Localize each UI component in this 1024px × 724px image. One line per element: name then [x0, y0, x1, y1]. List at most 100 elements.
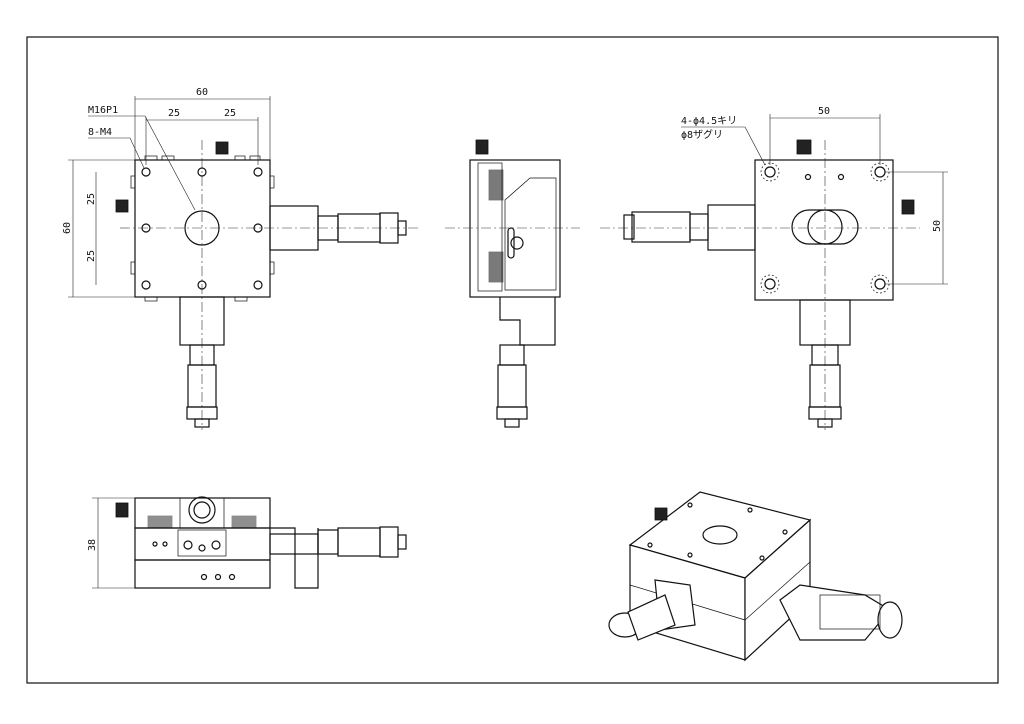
- drawing-line: [496, 406, 528, 420]
- lock-screw-icon: [901, 199, 915, 215]
- drawing-line: [270, 527, 319, 589]
- drawing-line: [397, 534, 407, 550]
- drawing-line: [504, 418, 520, 428]
- rear-view: 50 50 4-ϕ4.5キリ ϕ8ザグリ: [600, 106, 948, 430]
- drawing-line: [627, 594, 676, 641]
- drawing-line: [499, 344, 525, 366]
- drawing-line: [179, 497, 225, 529]
- drawing-line: [488, 169, 504, 201]
- drawing-line: [499, 297, 556, 346]
- drawing-line: [469, 159, 561, 298]
- drawing-line: [161, 155, 175, 161]
- drawing-line: [197, 167, 207, 177]
- drawing-line: [144, 296, 158, 302]
- drawing-line: [162, 541, 168, 547]
- drawing-line: [747, 507, 753, 513]
- stage-top-plate: [134, 159, 271, 298]
- side-view: [445, 139, 580, 428]
- drawing-line: [488, 251, 504, 283]
- drawing-line: [510, 236, 524, 250]
- drawing-line: [177, 529, 227, 557]
- dim-height-38: 38: [87, 539, 98, 551]
- drawing-line: [88, 115, 196, 211]
- drawing-line: [253, 167, 263, 177]
- drawing-line: [681, 126, 766, 166]
- front-view: 38: [87, 496, 407, 589]
- drawing-line: [147, 515, 173, 529]
- drawing-line: [760, 162, 780, 182]
- dim-spacing-25-lower: 25: [86, 250, 97, 262]
- drawing-line: [183, 540, 193, 550]
- drawing-line: [198, 544, 206, 552]
- center-hole: [184, 210, 220, 246]
- drawing-line: [141, 223, 151, 233]
- drawing-line: [152, 541, 158, 547]
- drawing-line: [194, 418, 210, 428]
- dim-spacing-25-upper: 25: [86, 193, 97, 205]
- drawing-line: [134, 527, 271, 561]
- drawing-line: [760, 274, 780, 294]
- drawing-line: [497, 364, 527, 408]
- drawing-line: [764, 278, 776, 290]
- micrometer-x: [631, 211, 691, 243]
- drawing-line: [317, 529, 339, 555]
- drawing-line: [88, 137, 145, 169]
- tapped-holes: [141, 167, 263, 290]
- drawing-line: [269, 261, 275, 275]
- drawing-line: [144, 155, 158, 161]
- drawing-line: [654, 507, 668, 521]
- drawing-line: [877, 601, 903, 639]
- drawing-line: [234, 155, 246, 161]
- drawing-line: [231, 515, 257, 529]
- drawing-line: [211, 540, 221, 550]
- drawing-line: [807, 209, 843, 245]
- dim-spacing-50-y: 50: [932, 220, 943, 232]
- drawing-line: [764, 166, 776, 178]
- drawing-line: [253, 223, 263, 233]
- drawing-line: [804, 173, 812, 181]
- drawing-line: [269, 533, 319, 555]
- drawing-line: [707, 204, 756, 251]
- drawing-line: [234, 296, 248, 302]
- dim-spacing-50-x: 50: [818, 106, 830, 117]
- callout-counterbore: ϕ8ザグリ: [681, 128, 723, 141]
- drawing-line: [214, 573, 222, 581]
- drawing-line: [817, 418, 833, 428]
- dim-width-60: 60: [196, 87, 208, 98]
- drawing-line: [819, 594, 881, 630]
- lock-screw-icon: [115, 502, 129, 518]
- dim-spacing-25-right: 25: [224, 108, 236, 119]
- drawing-line: [504, 177, 557, 291]
- drawing-line: [141, 167, 151, 177]
- drawing-line: [379, 526, 399, 558]
- drawing-frame: [26, 36, 999, 684]
- drawing-line: [477, 162, 503, 292]
- drawing-line: [130, 155, 275, 302]
- lock-screw-icon: [115, 199, 129, 213]
- drawing-line: [687, 502, 693, 508]
- drawing-line: [874, 278, 886, 290]
- top-view: 60 25 25 60 25 25 M16P1 8-M4: [62, 87, 420, 430]
- drawing-line: [507, 227, 515, 259]
- callout-m16p1: M16P1: [88, 105, 118, 116]
- drawing-line: [249, 155, 261, 161]
- drawing-line: [200, 573, 208, 581]
- lock-screw-icon: [215, 141, 229, 155]
- drawing-line: [337, 527, 381, 557]
- dim-height-60: 60: [62, 222, 73, 234]
- drawing-line: [837, 173, 845, 181]
- drawing-line: [193, 501, 211, 519]
- drawing-line: [702, 525, 738, 545]
- drawing-line: [141, 280, 151, 290]
- drawing-line: [647, 542, 653, 548]
- drawing-line: [269, 175, 275, 189]
- drawing-line: [197, 280, 207, 290]
- drawing-line: [782, 529, 788, 535]
- drawing-line: [188, 496, 216, 524]
- drawing-line: [130, 261, 136, 275]
- drawing-line: [397, 220, 407, 236]
- isometric-view: [608, 491, 903, 662]
- drawing-line: [744, 561, 811, 621]
- lock-screw-icon: [475, 139, 489, 155]
